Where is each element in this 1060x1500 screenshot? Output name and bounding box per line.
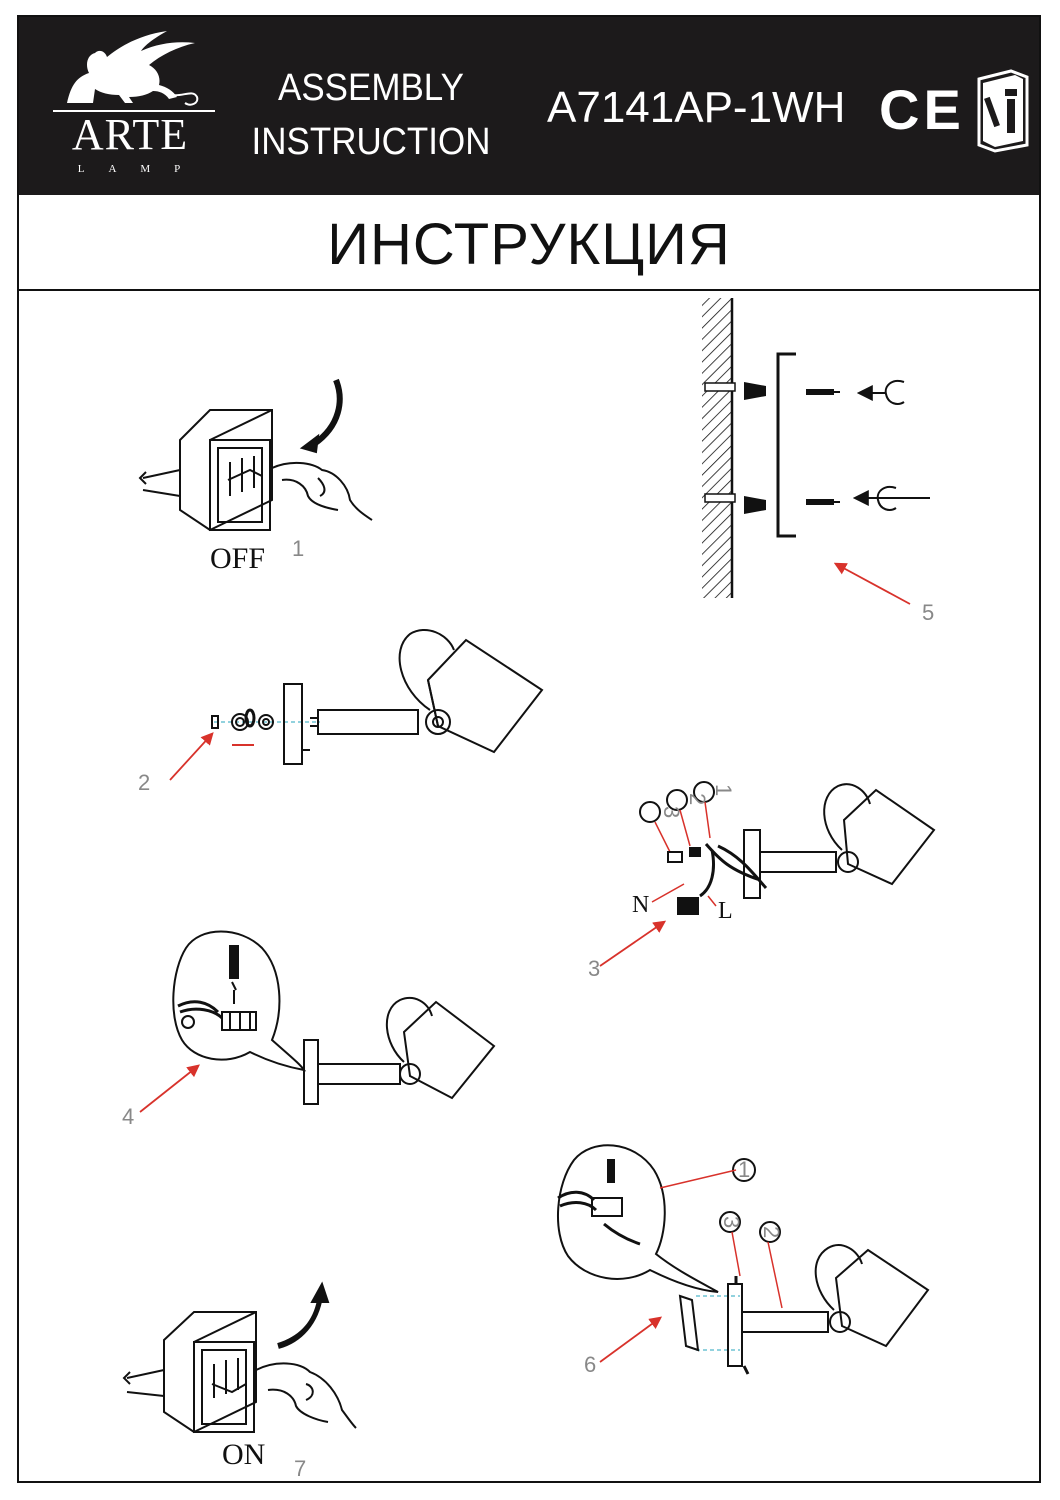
step-1-label: OFF [210,542,265,575]
document-title-line-1: ASSEMBLY [278,67,464,109]
instruction-sheet: ARTE LAMP ASSEMBLY INSTRUCTION A7141AP-1… [17,15,1041,1483]
neutral-label: N [632,892,649,918]
step-2-number: 2 [138,770,150,795]
ce-mark: CE [879,78,965,141]
step-4-terminal-detail [139,930,496,1113]
step-5-wall-mounting [702,298,930,605]
live-label: L [718,898,733,924]
step-6-number: 6 [584,1352,596,1377]
step-4-number: 4 [122,1104,134,1129]
document-title: ASSEMBLY INSTRUCTION [251,61,491,169]
manual-info-icon [977,69,1029,153]
step-1-switch-off [138,378,373,532]
griffin-logo-icon [53,31,215,112]
brand-name: ARTE [71,110,189,159]
russian-title: ИНСТРУКЦИЯ [327,212,731,277]
brand-subtitle: LAMP [77,163,205,175]
document-title-line-2: INSTRUCTION [251,121,491,163]
step-3-part-3: 3 [659,806,684,818]
step-7-switch-on [122,1281,357,1434]
step-3-wiring [599,781,936,967]
step-3-part-1: 1 [711,784,736,796]
step-6-part-2: 2 [759,1226,784,1238]
step-6-final-mounting [557,1144,930,1375]
step-6-part-3: 3 [719,1216,744,1228]
step-6-part-1: 1 [738,1157,750,1182]
russian-title-band: ИНСТРУКЦИЯ [19,195,1039,291]
step-5-number: 5 [922,600,934,625]
header-bar: ARTE LAMP ASSEMBLY INSTRUCTION A7141AP-1… [19,17,1039,195]
step-1-number: 1 [292,536,304,561]
step-3-part-2: 2 [685,793,710,805]
step-7-number: 7 [294,1456,306,1481]
step-3-number: 3 [588,956,600,981]
step-7-label: ON [222,1438,265,1471]
step-2-lamp-hardware [169,629,544,781]
model-number: A7141AP-1WH [547,83,846,132]
